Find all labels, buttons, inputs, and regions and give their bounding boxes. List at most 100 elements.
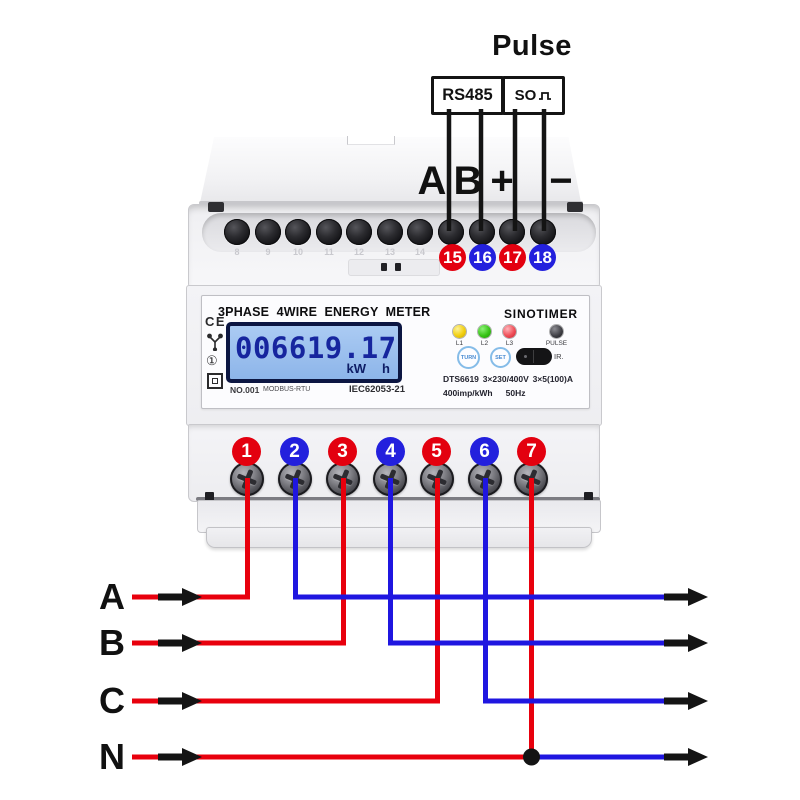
terminal-screw-10 (285, 219, 311, 245)
terminal-screw-14 (407, 219, 433, 245)
terminal-number-14: 14 (414, 247, 425, 257)
so-pulse-box: SO (502, 76, 565, 115)
terminal-screw-4 (373, 462, 407, 496)
led-label-l1: L1 (455, 340, 464, 347)
accuracy-class-icon: ① (206, 353, 218, 368)
terminal-label-plus: + (490, 159, 514, 203)
led-label-pulse: PULSE (545, 340, 568, 347)
so-label: SO (514, 87, 537, 104)
lcd-energy-value: 006619.17 (235, 331, 397, 365)
meter-top-cover-notch (347, 136, 395, 145)
terminal-number-11: 11 (324, 247, 334, 257)
terminal-screw-17 (499, 219, 525, 245)
lcd-unit-h: h (382, 361, 390, 376)
pulse-waveform-icon (539, 92, 552, 100)
phase-label-a: A (99, 576, 125, 617)
arrow-out-b (664, 634, 708, 652)
seal-dot-right (395, 263, 401, 271)
pulse-constant: 400imp/kWh (443, 388, 493, 398)
led-l1 (453, 325, 466, 338)
phase-label-c: C (99, 680, 125, 721)
terminal-number-9: 9 (265, 247, 271, 257)
current-rating: 3×5(100)A (532, 374, 573, 384)
led-label-l2: L2 (480, 340, 489, 347)
arrow-in-a (158, 588, 202, 606)
meter-top-cover (199, 137, 582, 205)
terminal-screw-3 (326, 462, 360, 496)
terminal-badge-1: 1 (232, 437, 261, 466)
terminal-screw-2 (278, 462, 312, 496)
terminal-label-a: A (417, 159, 447, 203)
meter-label-panel: 3PHASE 4WIRE ENERGY METER CE ① 006619.17… (201, 295, 590, 409)
arrow-in-n (158, 748, 202, 766)
arrow-in-b (158, 634, 202, 652)
terminal-number-8: 8 (234, 247, 240, 257)
rs485-label: RS485 (442, 86, 493, 104)
three-phase-star-icon (207, 333, 223, 351)
lcd-units: kW h (347, 361, 390, 376)
terminal-number-12: 12 (353, 247, 364, 257)
terminal-screw-13 (377, 219, 403, 245)
terminal-label-minus: − (549, 159, 573, 203)
pulse-title: Pulse (492, 30, 572, 62)
terminal-badge-3: 3 (328, 437, 357, 466)
terminal-number-10: 10 (292, 247, 303, 257)
lid-hinge-left (208, 202, 224, 212)
terminal-screw-12 (346, 219, 372, 245)
terminal-badge-18: 18 (529, 244, 556, 271)
terminal-screw-5 (420, 462, 454, 496)
arrow-out-a (664, 588, 708, 606)
arrow-in-c (158, 692, 202, 710)
terminal-screw-6 (468, 462, 502, 496)
ir-label: IR. (554, 352, 564, 361)
terminal-screw-15 (438, 219, 464, 245)
terminal-screw-18 (530, 219, 556, 245)
terminal-badge-5: 5 (422, 437, 451, 466)
lcd-display: 006619.17 kW h (226, 322, 402, 383)
brand-logo: SINOTIMER (504, 307, 578, 321)
led-l2 (478, 325, 491, 338)
terminal-screw-16 (469, 219, 495, 245)
turn-button[interactable]: TURN (457, 346, 480, 369)
spec-line: 400imp/kWh 50Hz (443, 388, 525, 398)
ratings-line: DTS6619 3×230/400V 3×5(100)A (443, 374, 573, 384)
terminal-badge-16: 16 (469, 244, 496, 271)
frequency: 50Hz (505, 388, 526, 398)
meter-top-cover-edge (199, 201, 583, 205)
phase-label-n: N (99, 736, 125, 777)
terminal-screw-9 (255, 219, 281, 245)
terminal-badge-6: 6 (470, 437, 499, 466)
arrow-out-c (664, 692, 708, 710)
voltage-rating: 3×230/400V (482, 374, 529, 384)
terminal-number-13: 13 (384, 247, 395, 257)
rs485-box: RS485 (431, 76, 504, 115)
neutral-junction-dot (523, 748, 540, 766)
terminal-badge-15: 15 (439, 244, 466, 271)
bottom-cover-lip (206, 527, 592, 548)
serial-number: NO.001 (230, 385, 260, 395)
lcd-unit-kw: kW (346, 361, 367, 376)
terminal-screw-8 (224, 219, 250, 245)
lid-hinge-right (567, 202, 583, 212)
seal-groove (348, 259, 440, 276)
led-pulse (550, 325, 563, 338)
seal-dot-left (381, 263, 387, 271)
double-insulation-icon (207, 373, 223, 389)
terminal-screw-11 (316, 219, 342, 245)
ce-mark-icon: CE (205, 314, 227, 329)
terminal-screw-1 (230, 462, 264, 496)
terminal-screw-7 (514, 462, 548, 496)
terminal-badge-7: 7 (517, 437, 546, 466)
terminal-badge-17: 17 (499, 244, 526, 271)
terminal-badge-4: 4 (376, 437, 405, 466)
arrow-out-n (664, 748, 708, 766)
phase-label-b: B (99, 622, 125, 663)
terminal-label-b: B (453, 159, 483, 203)
panel-title: 3PHASE 4WIRE ENERGY METER (218, 305, 431, 319)
terminal-badge-2: 2 (280, 437, 309, 466)
protocol-label: MODBUS-RTU (263, 386, 311, 393)
led-label-l3: L3 (505, 340, 514, 347)
set-button[interactable]: SET (490, 347, 511, 368)
model-number: DTS6619 (443, 374, 479, 384)
